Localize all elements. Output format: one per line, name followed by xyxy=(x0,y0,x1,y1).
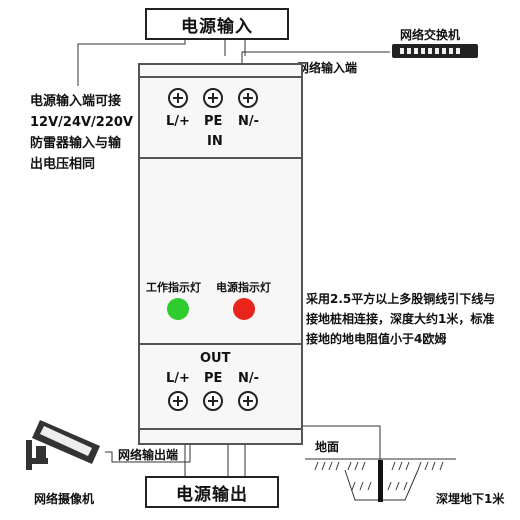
terminal-label: L/+ xyxy=(166,114,190,129)
terminal-plus-icon[interactable] xyxy=(238,391,258,411)
out-label: OUT xyxy=(200,351,231,366)
terminal-label: L/+ xyxy=(166,371,190,386)
power-input-title: 电源输入 xyxy=(145,8,289,40)
network-switch-icon xyxy=(392,44,478,58)
ground-surface-label: 地面 xyxy=(315,440,340,454)
in-label: IN xyxy=(207,134,223,149)
grounding-note: 采用2.5平方以上多股铜线引下线与 接地桩相连接，深度大约1米，标准 接地的地电… xyxy=(306,289,518,349)
note-line: 12V/24V/220V xyxy=(30,115,133,130)
work-led xyxy=(167,298,189,320)
surge-protector-device xyxy=(138,63,303,445)
network-switch-label: 网络交换机 xyxy=(400,28,461,42)
power-led-label: 电源指示灯 xyxy=(216,281,271,294)
terminal-plus-icon[interactable] xyxy=(203,391,223,411)
note-line: 防雷器输入与输 xyxy=(30,136,122,151)
camera-icon xyxy=(26,420,100,470)
note-line: 电源输入端可接 xyxy=(30,94,122,109)
terminal-plus-icon[interactable] xyxy=(168,88,188,108)
power-led xyxy=(233,298,255,320)
note-line: 接地桩相连接，深度大约1米，标准 xyxy=(306,312,495,326)
terminal-label: N/- xyxy=(238,371,260,386)
terminal-plus-icon[interactable] xyxy=(238,88,258,108)
terminal-label: PE xyxy=(204,114,223,129)
buried-depth-label: 深埋地下1米 xyxy=(436,492,505,506)
input-voltage-note: 电源输入端可接 12V/24V/220V 防雷器输入与输 出电压相同 xyxy=(30,91,150,175)
note-line: 出电压相同 xyxy=(30,157,96,172)
work-led-label: 工作指示灯 xyxy=(146,281,201,294)
terminal-plus-icon[interactable] xyxy=(203,88,223,108)
power-output-title: 电源输出 xyxy=(145,476,279,508)
note-line: 接地的地电阻值小于4欧姆 xyxy=(306,332,447,346)
network-input-label: 网络输入端 xyxy=(297,61,358,75)
terminal-label: PE xyxy=(204,371,223,386)
terminal-label: N/- xyxy=(238,114,260,129)
terminal-plus-icon[interactable] xyxy=(168,391,188,411)
note-line: 采用2.5平方以上多股铜线引下线与 xyxy=(306,292,496,306)
camera-label: 网络摄像机 xyxy=(34,492,95,506)
ground-rod-icon xyxy=(378,460,383,502)
network-output-label: 网络输出端 xyxy=(118,448,179,462)
